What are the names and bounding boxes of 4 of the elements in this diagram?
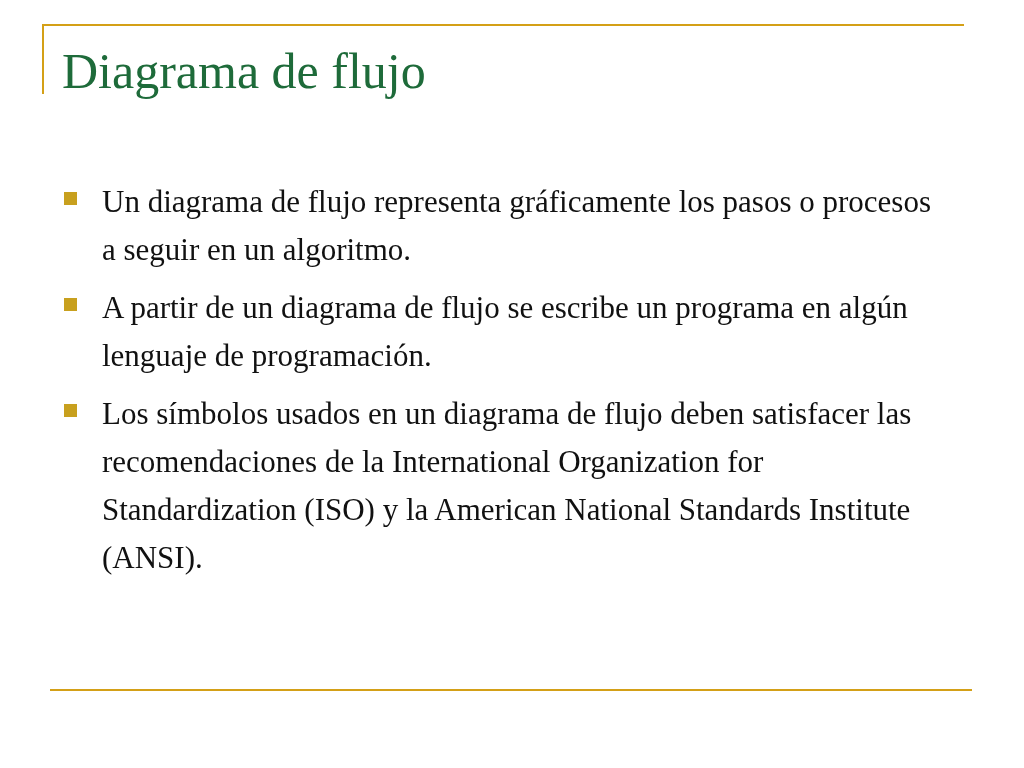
bullet-text: A partir de un diagrama de flujo se escribe un programa en algún lenguaje de programación. <box>102 290 908 373</box>
slide-title: Diagrama de flujo <box>62 42 426 100</box>
bullet-text: Los símbolos usados en un diagrama de flujo deben satisfacer las recomendaciones de la International Organization for Standardization (ISO) y la American National Standards Institute (ANSI). <box>102 396 912 575</box>
bullet-text: Un diagrama de flujo representa gráficamente los pasos o procesos a seguir en un algoritmo. <box>102 184 931 267</box>
